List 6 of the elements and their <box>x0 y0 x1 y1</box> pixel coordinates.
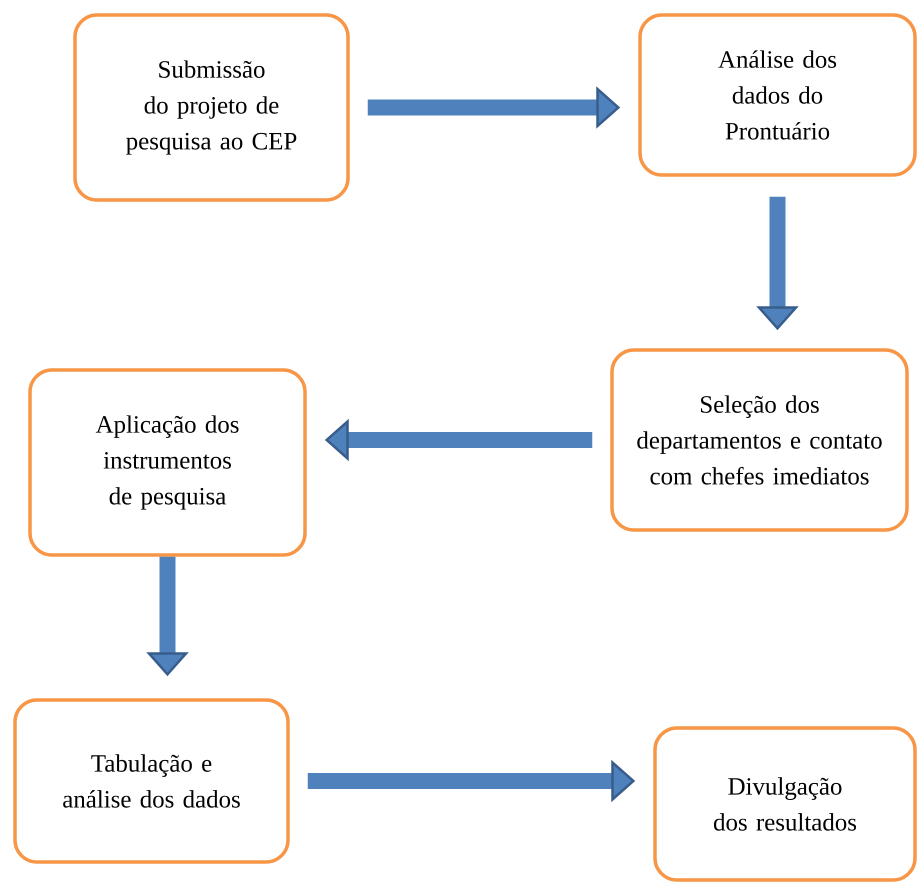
process-box: Tabulação e análise dos dados <box>13 698 290 864</box>
process-box: Análise dos dados do Prontuário <box>638 13 917 177</box>
process-box: Submissão do projeto de pesquisa ao CEP <box>73 13 350 202</box>
process-box: Seleção dos departamentos e contato com chefes imediatos <box>610 348 909 532</box>
process-box: Divulgação dos resultados <box>653 726 917 882</box>
process-box: Aplicação dos instrumentos de pesquisa <box>28 368 307 557</box>
